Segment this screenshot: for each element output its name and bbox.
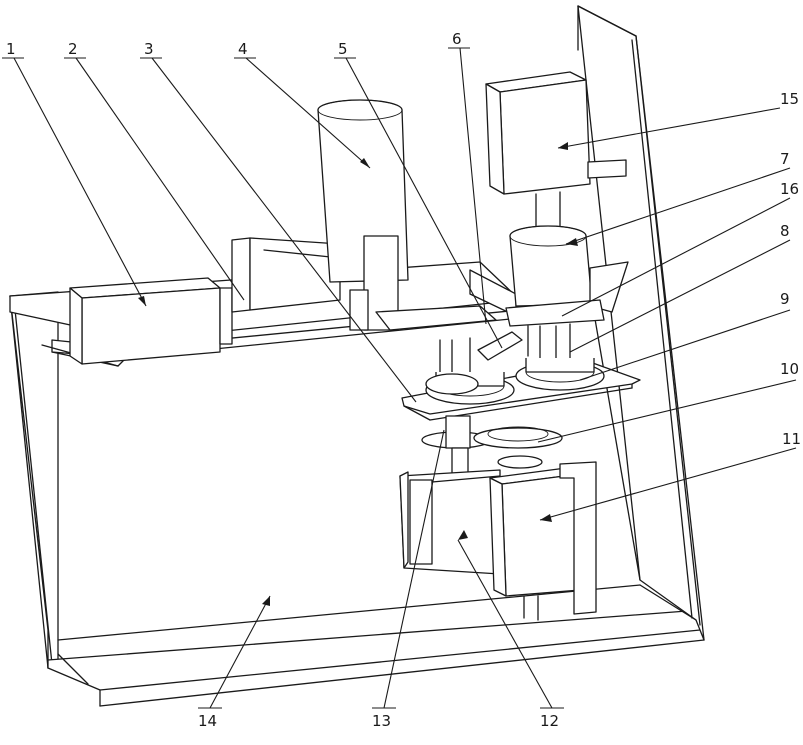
callout-10: 10 [780, 360, 799, 378]
drive-motor [70, 278, 232, 364]
callout-9: 9 [780, 290, 790, 308]
callout-5: 5 [338, 40, 348, 58]
callout-4: 4 [238, 40, 248, 58]
lower-motor [490, 462, 596, 620]
callout-2: 2 [68, 40, 78, 58]
callout-6: 6 [452, 30, 462, 48]
callout-7: 7 [780, 150, 790, 168]
gear-stage [422, 416, 562, 476]
callout-11: 11 [782, 430, 801, 448]
callout-15: 15 [780, 90, 799, 108]
callout-14: 14 [198, 712, 217, 730]
callout-8: 8 [780, 222, 790, 240]
callout-3: 3 [144, 40, 154, 58]
base-motor-housing [400, 470, 500, 574]
linear-rail [232, 238, 340, 312]
callout-1: 1 [6, 40, 16, 58]
callout-16: 16 [780, 180, 799, 198]
callout-12: 12 [540, 712, 559, 730]
callout-13: 13 [372, 712, 391, 730]
